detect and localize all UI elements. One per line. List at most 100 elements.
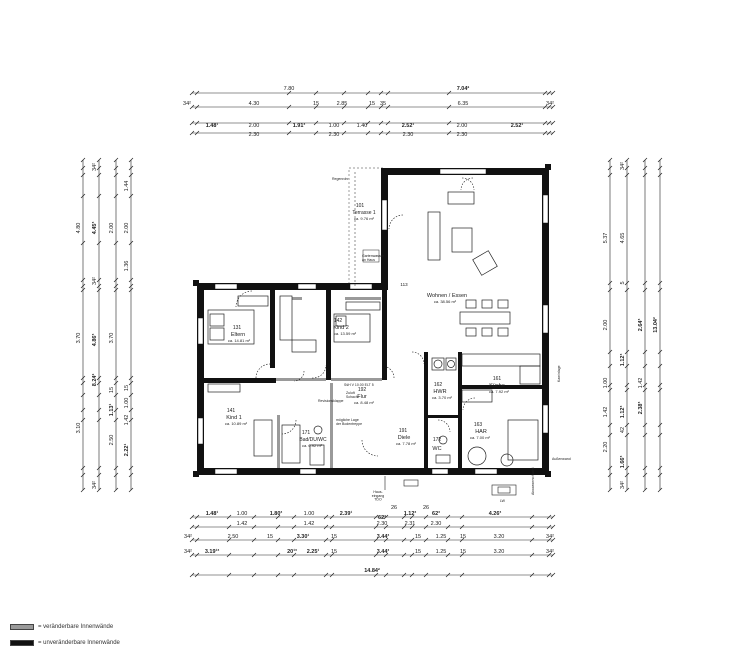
dim-tick bbox=[194, 130, 200, 136]
dim-tick bbox=[329, 524, 335, 530]
room-bad-area: ca. 6.92 m² bbox=[302, 443, 323, 448]
dim-bot3-f: 3.44³ bbox=[377, 533, 390, 540]
dim-tick bbox=[313, 130, 319, 136]
dim-tick bbox=[96, 407, 102, 413]
dim-tick bbox=[80, 472, 86, 478]
dim-tick bbox=[624, 472, 630, 478]
dim-tick bbox=[286, 104, 292, 110]
dim-tick bbox=[275, 552, 281, 558]
dim-tick bbox=[189, 552, 195, 558]
dim-tick bbox=[194, 120, 200, 126]
dim-tick bbox=[226, 572, 232, 578]
dim-tick bbox=[194, 524, 200, 530]
dim-tick bbox=[542, 120, 548, 126]
dim-tick bbox=[128, 487, 134, 493]
room-kueche-name: Küche bbox=[489, 383, 505, 389]
dim-tick bbox=[642, 172, 648, 178]
dim-tick bbox=[251, 552, 257, 558]
room-kind1-name: Kind 1 bbox=[226, 415, 242, 421]
dim-tick bbox=[251, 572, 257, 578]
dim-top2-f: 35 bbox=[380, 101, 386, 107]
dim-left-inner-d: 1.36 bbox=[124, 261, 130, 272]
dim-tick bbox=[542, 90, 548, 96]
dim-tick bbox=[313, 120, 319, 126]
dim-tick bbox=[128, 407, 134, 413]
dim-tick bbox=[128, 193, 134, 199]
dim-tick bbox=[378, 104, 384, 110]
dim-tick bbox=[113, 375, 119, 381]
dim-bot2-e: 2.30 bbox=[431, 521, 442, 527]
dim-tick bbox=[459, 552, 465, 558]
dim-left-outer-c: 3.10 bbox=[76, 423, 82, 434]
note-luft: LW bbox=[500, 499, 506, 503]
dim-tick bbox=[194, 90, 200, 96]
dim-tick bbox=[128, 472, 134, 478]
dim-tick bbox=[291, 524, 297, 530]
dim-bot1-b: 1.00 bbox=[237, 511, 248, 517]
room-kind2-name: Kind 2 bbox=[333, 325, 349, 331]
dim-tick bbox=[80, 375, 86, 381]
dim-tick bbox=[96, 283, 102, 289]
dim-tick bbox=[113, 392, 119, 398]
dim-tick bbox=[113, 465, 119, 471]
building bbox=[193, 164, 551, 496]
dim-tick bbox=[251, 514, 257, 520]
dim-tick bbox=[642, 382, 648, 388]
dim-left-mid-a: 34² bbox=[92, 163, 98, 171]
dim-tick bbox=[365, 104, 371, 110]
dim-tick bbox=[657, 487, 663, 493]
dim-tick bbox=[96, 277, 102, 283]
dim-tick bbox=[383, 572, 389, 578]
dim-bot1-a: 1.48¹ bbox=[206, 510, 219, 517]
room-hwr-area: ca. 3.70 m² bbox=[432, 395, 453, 400]
dim-left-mid-h: 34² bbox=[92, 481, 98, 489]
dim-tick bbox=[128, 392, 134, 398]
room-flur-name: Flur bbox=[357, 394, 367, 400]
dim-tick bbox=[194, 537, 200, 543]
dim-tick bbox=[546, 130, 552, 136]
dim-right-mid-a: 34² bbox=[620, 162, 626, 170]
dim-tick bbox=[378, 120, 384, 126]
dim-right-mid-k: 34² bbox=[620, 481, 626, 489]
dim-tick bbox=[128, 172, 134, 178]
legend-dark-walls: = unveränderbare Innenwände bbox=[10, 640, 120, 646]
room-labels: 101 Terrasse 1 ca. 9.76 m² 113 Wohnen / … bbox=[225, 203, 510, 452]
dim-tick bbox=[657, 472, 663, 478]
dim-tick bbox=[657, 465, 663, 471]
dim-tick bbox=[401, 572, 407, 578]
room-kind1-area: ca. 10.89 m² bbox=[225, 421, 248, 426]
dim-right-outer-b: 2.00 bbox=[603, 320, 609, 331]
dim-tick bbox=[383, 514, 389, 520]
dim-bot1-h: 1.12³ bbox=[404, 510, 417, 517]
dim-tick bbox=[446, 120, 452, 126]
dim-tick bbox=[607, 287, 613, 293]
dim-tick bbox=[251, 537, 257, 543]
dim-bot4-c: 20¹³ bbox=[287, 548, 297, 555]
dim-left-outer-a: 4.80 bbox=[76, 223, 82, 234]
dim-top2-a: 34² bbox=[183, 101, 191, 107]
dim-top3-a: 1.48¹ bbox=[206, 122, 219, 129]
dim-tick bbox=[550, 130, 556, 136]
dim-bot3-d: 3.30¹ bbox=[297, 533, 310, 540]
dim-tick bbox=[194, 104, 200, 110]
room-kind2-num: 142 bbox=[334, 318, 343, 324]
dim-top3-c: 1.91³ bbox=[293, 122, 306, 129]
dim-left-inner-b: 2.00 bbox=[109, 223, 115, 234]
dim-tick bbox=[607, 363, 613, 369]
dim-tick bbox=[341, 104, 347, 110]
dim-tick bbox=[624, 287, 630, 293]
dim-tick bbox=[446, 130, 452, 136]
dim-right-outer-d: 1.42 bbox=[603, 407, 609, 418]
dim-bot3-j: 3.20 bbox=[494, 534, 505, 540]
dim-tick bbox=[341, 120, 347, 126]
dim-tick bbox=[80, 277, 86, 283]
dim-tick bbox=[642, 280, 648, 286]
dim-tick bbox=[385, 104, 391, 110]
dim-tick bbox=[624, 172, 630, 178]
legend-light-walls: = veränderbare Innenwände bbox=[10, 624, 113, 630]
dim-tick bbox=[607, 165, 613, 171]
dim-tick bbox=[624, 387, 630, 393]
dim-tick bbox=[423, 572, 429, 578]
dim-tick bbox=[409, 524, 415, 530]
